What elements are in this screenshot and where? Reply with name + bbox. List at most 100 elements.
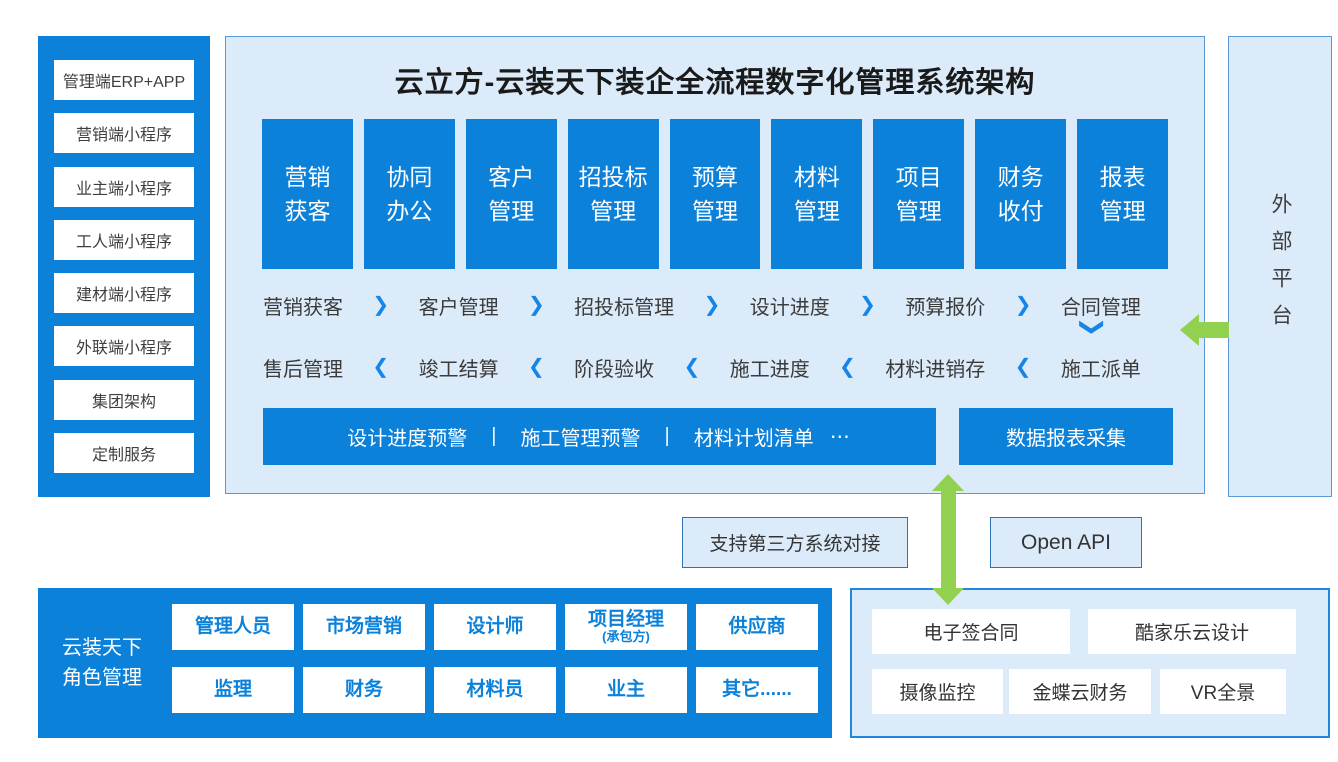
report-collect-bar: 数据报表采集	[959, 408, 1173, 465]
module-project: 项目 管理	[873, 119, 965, 269]
service-camera: 摄像监控	[872, 669, 1003, 714]
flow-step: 阶段验收	[574, 358, 655, 381]
service-kingdee: 金蝶云财务	[1009, 669, 1151, 714]
client-item-worker-miniapp: 工人端小程序	[54, 219, 194, 260]
alert-item: 设计进度预警	[347, 428, 468, 450]
flow-step: 营销获客	[263, 296, 343, 319]
report-collect-label: 数据报表采集	[1006, 428, 1126, 450]
module-label: 获客	[284, 198, 331, 224]
role-sublabel: (承包方)	[602, 629, 650, 645]
third-party-box: 支持第三方系统对接	[682, 517, 908, 568]
arrow-left-head	[1180, 314, 1199, 346]
flow-backward-row: 售后管理 ❮ 竣工结算 ❮ 阶段验收 ❮ 施工进度 ❮ 材料进销存 ❮ 施工派单	[263, 352, 1141, 382]
open-api-label: Open API	[1021, 530, 1111, 554]
client-item-owner-miniapp: 业主端小程序	[54, 166, 194, 207]
alert-item: 材料计划清单	[693, 428, 814, 450]
flow-step: 售后管理	[263, 358, 343, 381]
alert-item: 施工管理预警	[520, 428, 641, 450]
service-label: VR全景	[1190, 683, 1256, 704]
flow-forward-row: 营销获客 ❯ 客户管理 ❯ 招投标管理 ❯ 设计进度 ❯ 预算报价 ❯ 合同管理	[263, 290, 1141, 320]
client-item-marketing-miniapp: 营销端小程序	[54, 113, 194, 154]
chevron-left-icon: ❮	[372, 356, 390, 378]
flow-step: 竣工结算	[418, 358, 499, 381]
chevron-left-icon: ❮	[683, 356, 701, 378]
role-label: 供应商	[728, 616, 786, 638]
module-label: 预算	[692, 164, 738, 190]
module-label: 管理	[793, 198, 840, 224]
roles-label-line2: 角色管理	[62, 667, 142, 689]
flow-step: 设计进度	[749, 296, 830, 319]
role-marketing: 市场营销	[303, 604, 425, 650]
module-budget: 预算 管理	[669, 119, 761, 269]
service-kujiale: 酷家乐云设计	[1088, 609, 1296, 654]
role-label: 业主	[606, 679, 645, 701]
module-row: 营销 获客 协同 办公 客户 管理 招投标 管理 预算 管理 材料 管理	[262, 119, 1169, 269]
flow-step: 合同管理	[1060, 296, 1141, 319]
module-material: 材料 管理	[771, 119, 863, 269]
role-admin: 管理人员	[172, 604, 294, 650]
flow-step: 客户管理	[418, 296, 499, 319]
module-label: 管理	[895, 198, 942, 224]
chevron-down-icon: ❯	[1079, 316, 1107, 338]
client-item-material-miniapp: 建材端小程序	[54, 273, 194, 314]
flow-step: 施工派单	[1060, 358, 1141, 381]
page-title: 云立方-云装天下装企全流程数字化管理系统架构	[394, 67, 1036, 99]
module-label: 管理	[590, 198, 637, 224]
role-label: 材料员	[466, 679, 524, 701]
chevron-right-icon: ❯	[1014, 294, 1032, 316]
client-item-erp-app: 管理端ERP+APP	[54, 60, 194, 100]
module-label: 报表	[1099, 164, 1146, 190]
module-label: 材料	[793, 164, 840, 190]
arrow-down-head	[932, 588, 964, 605]
module-label: 项目	[895, 164, 942, 190]
roles-label-line1: 云装天下	[62, 637, 142, 659]
divider: |	[664, 425, 670, 447]
module-bidding: 招投标 管理	[567, 119, 659, 269]
chevron-right-icon: ❯	[859, 294, 876, 316]
module-marketing: 营销 获客	[262, 119, 353, 269]
roles-panel-label: 云装天下 角色管理	[62, 588, 166, 738]
external-platform-label: 外部平台	[1269, 192, 1292, 341]
flow-step: 招投标管理	[574, 296, 675, 319]
module-label: 招投标	[578, 164, 648, 190]
module-finance: 财务 收付	[975, 119, 1067, 269]
role-supplier: 供应商	[696, 604, 818, 650]
client-item-custom-service: 定制服务	[54, 432, 194, 473]
divider: |	[491, 425, 497, 447]
open-api-box: Open API	[990, 517, 1142, 568]
module-label: 客户	[488, 164, 535, 190]
module-label: 办公	[386, 198, 433, 224]
role-other: 其它......	[696, 667, 818, 713]
chevron-left-icon: ❮	[839, 356, 856, 378]
roles-panel: 云装天下 角色管理 管理人员 市场营销 设计师 项目经理 (承包方) 供应商 监…	[38, 588, 832, 738]
service-esign: 电子签合同	[872, 609, 1070, 654]
module-label: 财务	[997, 164, 1044, 190]
module-label: 管理	[1099, 198, 1146, 224]
arrow-left-bar	[1199, 322, 1229, 338]
role-owner: 业主	[565, 667, 687, 713]
services-panel: 电子签合同 酷家乐云设计 摄像监控 金蝶云财务 VR全景	[850, 588, 1330, 738]
service-vr: VR全景	[1160, 669, 1286, 714]
role-label: 其它......	[722, 679, 792, 701]
service-label: 酷家乐云设计	[1134, 623, 1249, 644]
arrow-up-head	[932, 474, 964, 491]
chevron-right-icon: ❯	[703, 294, 721, 316]
module-label: 收付	[997, 198, 1044, 224]
ellipsis-icon: ⋯	[829, 426, 852, 448]
module-customer: 客户 管理	[465, 119, 557, 269]
chevron-right-icon: ❯	[527, 294, 545, 316]
client-sidebar: 管理端ERP+APP 营销端小程序 业主端小程序 工人端小程序 建材端小程序 外…	[38, 36, 210, 497]
module-label: 管理	[488, 198, 535, 224]
alert-bar: 设计进度预警 | 施工管理预警 | 材料计划清单 ⋯	[263, 408, 936, 465]
module-label: 营销	[284, 164, 331, 190]
flow-step: 材料进销存	[885, 358, 986, 381]
third-party-label: 支持第三方系统对接	[709, 534, 881, 555]
role-label: 项目经理	[587, 608, 664, 630]
role-label: 财务	[344, 679, 383, 701]
module-label: 协同	[386, 164, 433, 190]
role-label: 市场营销	[325, 616, 402, 638]
chevron-right-icon: ❯	[372, 294, 390, 316]
role-project-manager: 项目经理 (承包方)	[565, 604, 687, 650]
flow-step: 施工进度	[729, 358, 810, 381]
